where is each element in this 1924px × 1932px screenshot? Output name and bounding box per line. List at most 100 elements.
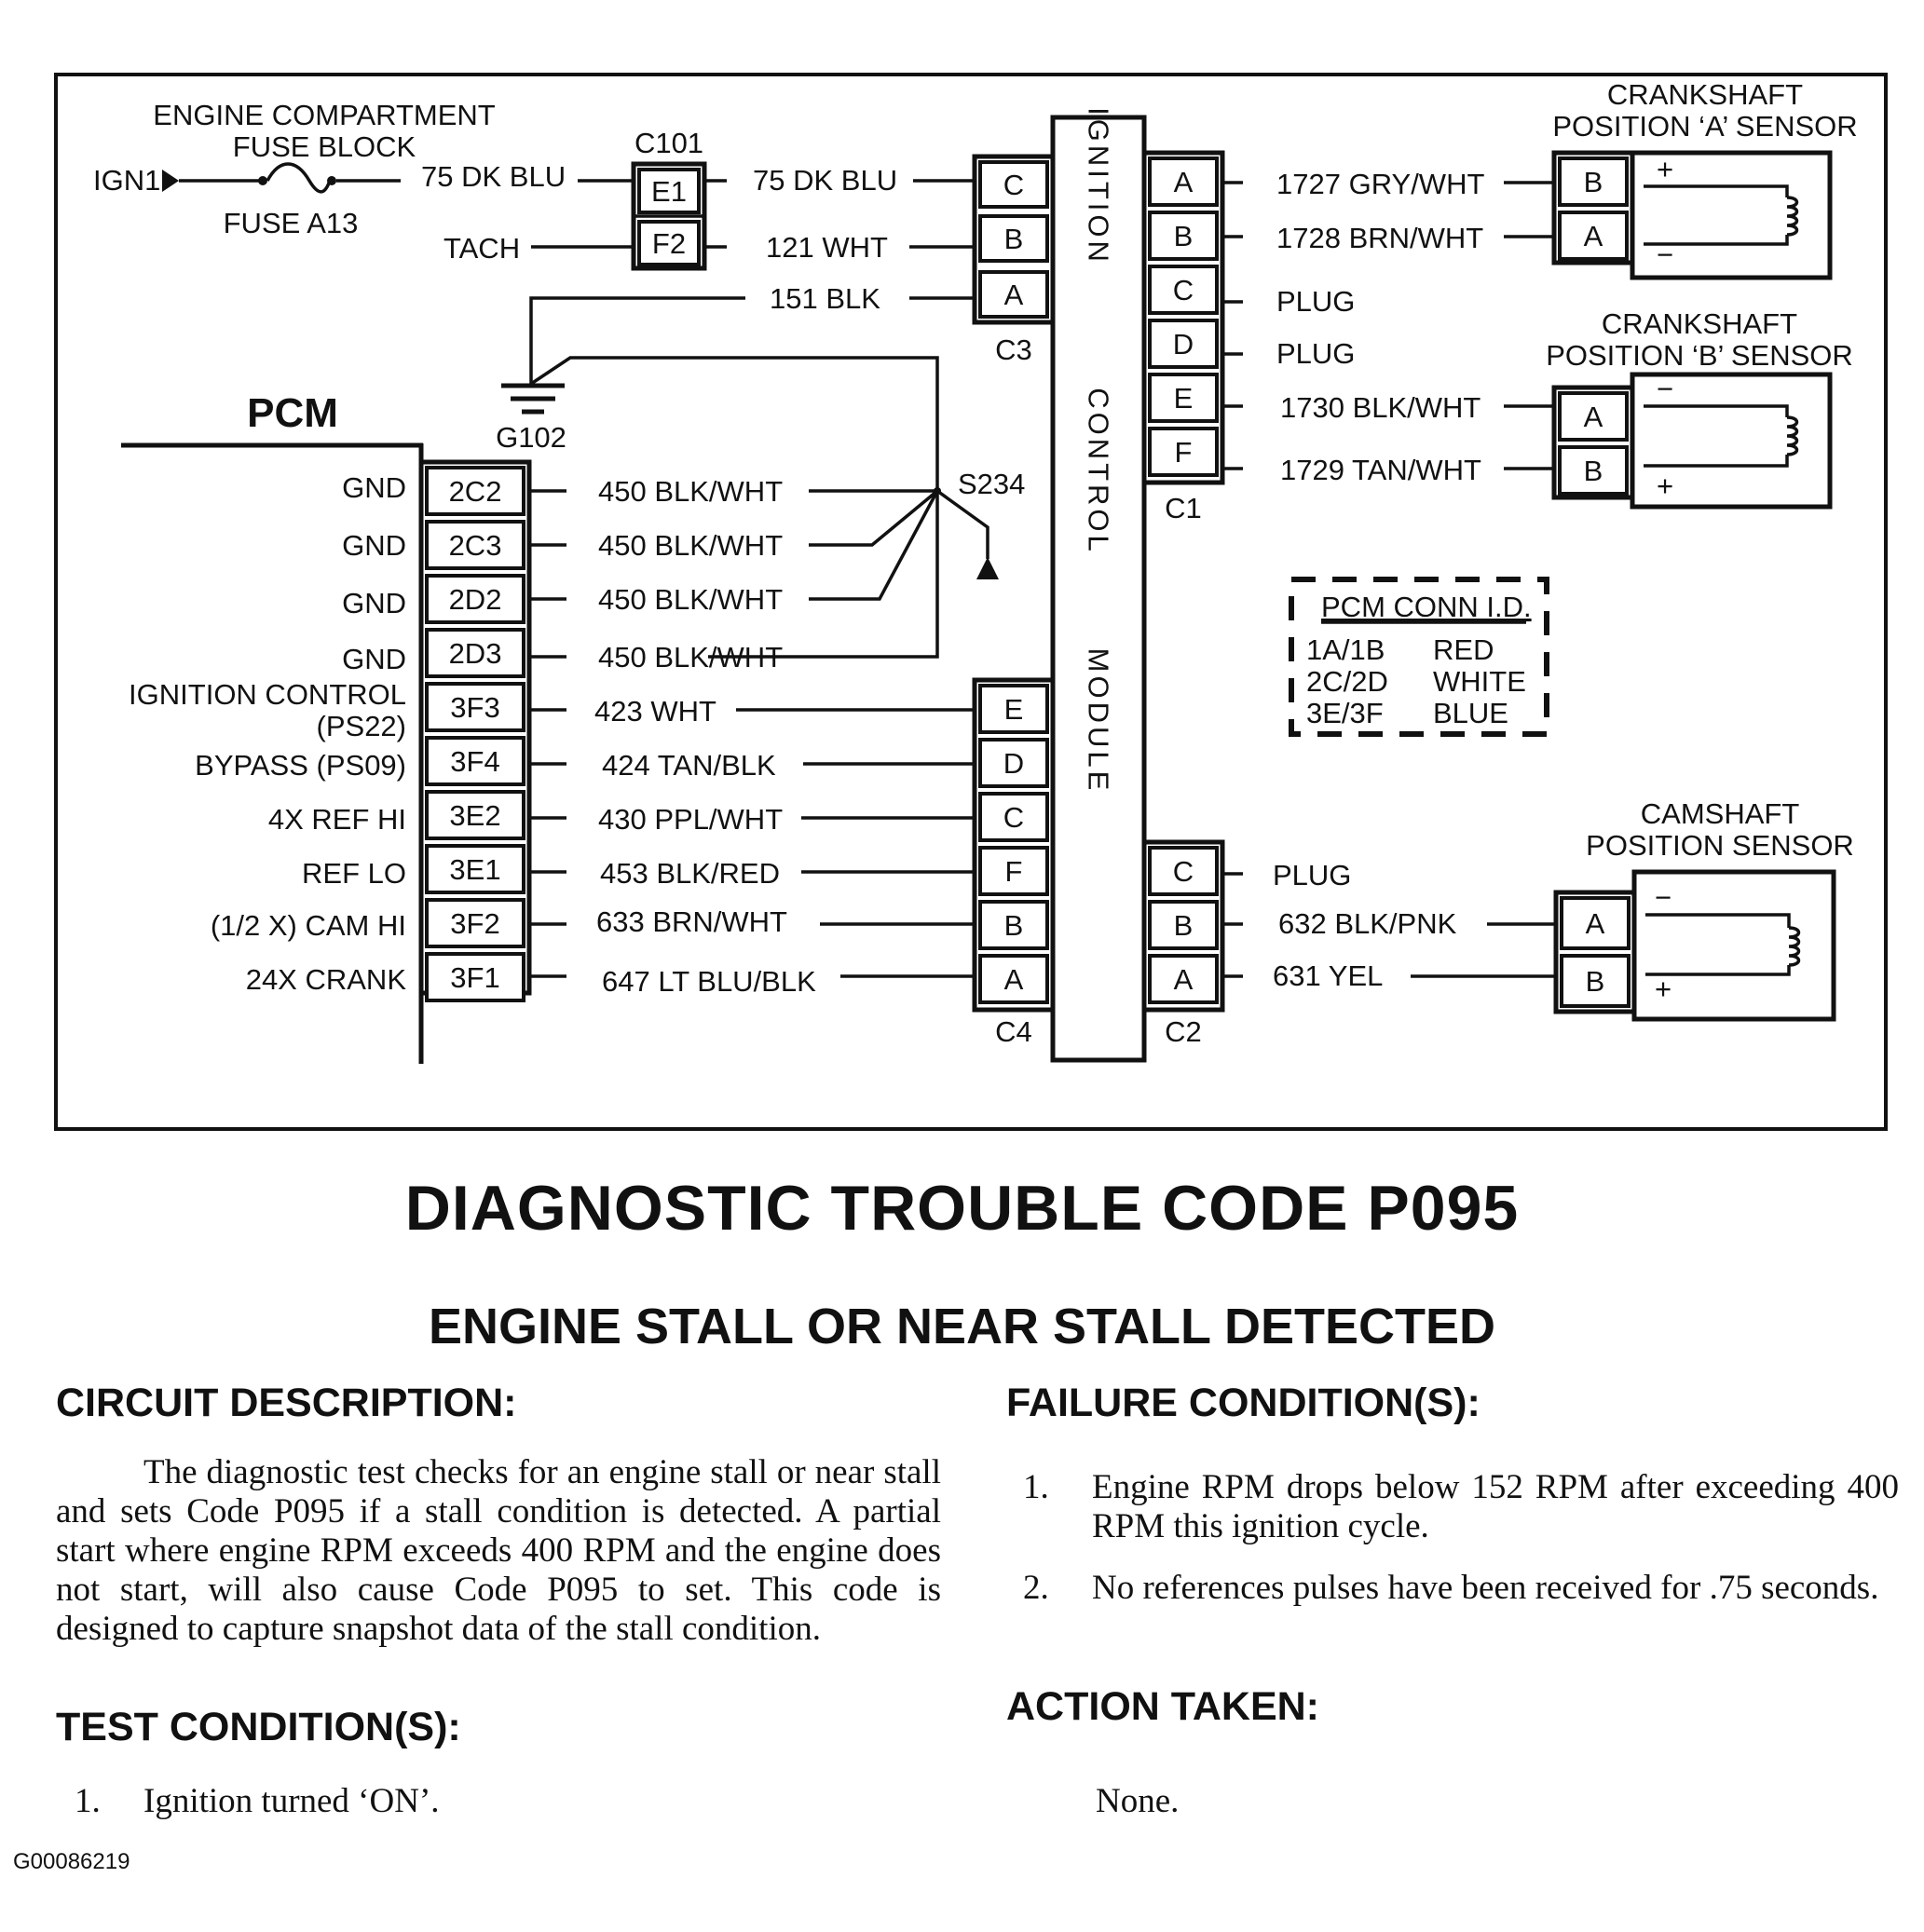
wire-1729-label: 1729 TAN/WHT	[1280, 454, 1481, 486]
pcm-pin-2d3: 2D3	[449, 637, 502, 670]
c2-label: C2	[1165, 1015, 1202, 1048]
crank-b-title-1: CRANKSHAFT	[1602, 307, 1797, 340]
cam-coil-icon	[1788, 926, 1801, 967]
crank-a-pin-a: A	[1584, 220, 1603, 252]
g102-label: G102	[496, 421, 566, 454]
c1-pin-b: B	[1174, 220, 1194, 252]
svg-text:−: −	[1657, 238, 1673, 271]
wiring-diagram: ENGINE COMPARTMENT FUSE BLOCK IGN1 FUSE …	[54, 73, 1888, 1131]
pcm-pin-3f4: 3F4	[450, 745, 499, 778]
crank-a-title-2: POSITION ‘A’ SENSOR	[1552, 110, 1857, 143]
list-item: 1.Engine RPM drops below 152 RPM after e…	[1023, 1468, 1899, 1545]
wire-423-label: 423 WHT	[594, 695, 716, 728]
wire-647-label: 647 LT BLU/BLK	[602, 965, 816, 998]
pcm-func-ignition-control-ps22: (PS22)	[317, 710, 406, 742]
wire-450-3-label: 450 BLK/WHT	[598, 583, 783, 616]
c4-pin-f: F	[1005, 855, 1023, 888]
conn-id-1a1b: 1A/1B	[1306, 633, 1385, 666]
page-title: DIAGNOSTIC TROUBLE CODE P095	[404, 1173, 1520, 1244]
c1-pin-d: D	[1173, 328, 1194, 361]
pcm-pin-3f2: 3F2	[450, 907, 499, 940]
pcm-pins	[425, 466, 525, 1002]
wire-1727-label: 1727 GRY/WHT	[1276, 168, 1484, 200]
test-conditions-list: 1.Ignition turned ‘ON’.	[75, 1782, 913, 1821]
conn-id-red: RED	[1433, 633, 1494, 666]
wire-424-label: 424 TAN/BLK	[602, 749, 776, 782]
c4-pin-e: E	[1004, 693, 1024, 726]
crank-a-pin-b: B	[1584, 166, 1603, 198]
test-conditions-heading: TEST CONDITION(S):	[56, 1705, 461, 1749]
icm-label-module: MODULE	[1083, 648, 1115, 795]
wire-633-label: 633 BRN/WHT	[596, 905, 787, 938]
pcm-pin-3f1: 3F1	[450, 961, 499, 994]
c4-pin-d: D	[1003, 747, 1024, 780]
pcm-func-gnd-2: GND	[342, 529, 406, 562]
crank-b-pin-b: B	[1584, 455, 1603, 487]
fuse-icon	[266, 162, 332, 194]
circuit-description-heading: CIRCUIT DESCRIPTION:	[56, 1381, 517, 1425]
cam-pin-a: A	[1586, 907, 1605, 940]
c2-pin-a: A	[1174, 963, 1194, 996]
svg-text:−: −	[1657, 373, 1673, 405]
c2-plug-c-label: PLUG	[1273, 859, 1351, 891]
pcm-func-gnd-4: GND	[342, 643, 406, 675]
c101-pin-f2: F2	[652, 227, 686, 260]
pcm-label: PCM	[247, 390, 338, 436]
wire-430-label: 430 PPL/WHT	[598, 803, 783, 836]
ignition-control-module	[1050, 115, 1147, 1063]
s234-label: S234	[958, 468, 1025, 500]
icm-label-control: CONTROL	[1083, 388, 1115, 555]
pcm-func-4x-ref-hi: 4X REF HI	[268, 803, 406, 836]
c2-pin-b: B	[1174, 909, 1194, 942]
c4-label: C4	[995, 1015, 1032, 1048]
failure-conditions-heading: FAILURE CONDITION(S):	[1006, 1381, 1481, 1425]
svg-text:−: −	[1655, 881, 1672, 914]
wire-450-2-label: 450 BLK/WHT	[598, 529, 783, 562]
fuse-block-title-1: ENGINE COMPARTMENT	[153, 99, 495, 131]
c1-label: C1	[1165, 492, 1202, 524]
pcm-func-ignition-control: IGNITION CONTROL	[129, 678, 406, 711]
pcm-pin-3f3: 3F3	[450, 691, 499, 724]
crank-b-pin-a: A	[1584, 401, 1603, 433]
pcm-func-gnd-1: GND	[342, 471, 406, 504]
conn-id-white: WHITE	[1433, 665, 1526, 698]
crank-a-coil-icon	[1786, 196, 1799, 237]
conn-id-blue: BLUE	[1433, 697, 1508, 729]
pcm-pin-2d2: 2D2	[449, 583, 502, 616]
figure-id: G00086219	[13, 1849, 130, 1874]
pcm-func-bypass: BYPASS (PS09)	[195, 749, 406, 782]
chassis-ground-icon	[976, 557, 999, 579]
action-taken-text: None.	[1096, 1782, 1180, 1820]
cam-title-2: POSITION SENSOR	[1586, 829, 1854, 862]
icm-label-ignition: IGNITION	[1083, 107, 1115, 265]
c1-plug-d-label: PLUG	[1276, 337, 1355, 370]
pcm-pin-3e1: 3E1	[449, 853, 500, 886]
ign1-arrow-icon	[162, 170, 179, 192]
crank-a-title-1: CRANKSHAFT	[1607, 78, 1803, 111]
c1-plug-c-label: PLUG	[1276, 285, 1355, 318]
c4-pin-a: A	[1004, 963, 1024, 996]
page-subtitle: ENGINE STALL OR NEAR STALL DETECTED	[428, 1299, 1496, 1354]
c101-pin-e1: E1	[651, 175, 687, 208]
cam-sensor-body	[1631, 869, 1836, 1022]
wire-450-1-label: 450 BLK/WHT	[598, 475, 783, 508]
c3-label: C3	[995, 333, 1032, 366]
wire-631-label: 631 YEL	[1273, 959, 1383, 992]
diagram-frame	[54, 73, 1888, 1131]
svg-text:+: +	[1657, 469, 1673, 502]
c1-pin-a: A	[1174, 166, 1194, 198]
c3-pin-c: C	[1003, 169, 1024, 201]
pcm-pin-2c2: 2C2	[449, 475, 502, 508]
conn-id-2c2d: 2C/2D	[1306, 665, 1388, 698]
pcm-func-24x-crank: 24X CRANK	[246, 963, 407, 996]
pcm-pin-2c3: 2C3	[449, 529, 502, 562]
crank-b-coil-icon	[1786, 415, 1799, 456]
cam-pin-b: B	[1586, 965, 1605, 998]
list-item: 2.No references pulses have been receive…	[1023, 1569, 1879, 1607]
svg-text:+: +	[1657, 153, 1673, 185]
pcm-conn-id-box	[1289, 577, 1549, 737]
wire-151-label: 151 BLK	[770, 282, 880, 315]
c3-pin-a: A	[1004, 279, 1024, 311]
failure-conditions-list: 1.Engine RPM drops below 152 RPM after e…	[1023, 1468, 1899, 1630]
c4-pin-b: B	[1004, 909, 1024, 942]
